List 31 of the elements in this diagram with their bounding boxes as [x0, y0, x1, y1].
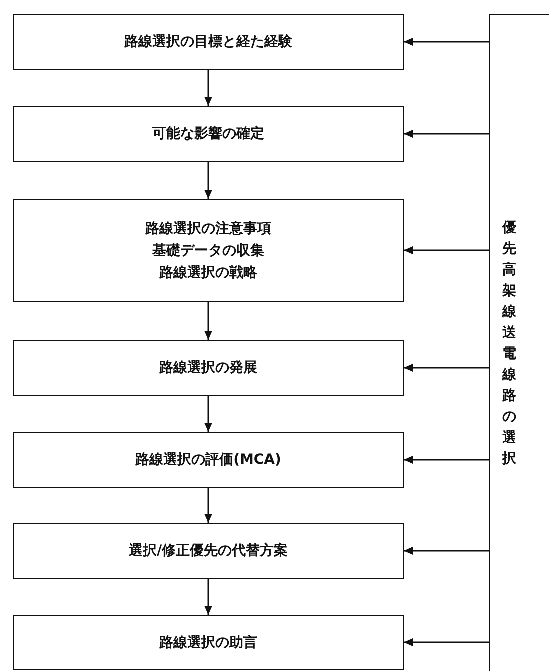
- process-box: [13, 14, 404, 70]
- step-text: 路線選択の発展: [160, 359, 258, 378]
- process-box: [13, 199, 404, 302]
- step-text: 路線選択の評価(MCA): [136, 451, 282, 470]
- process-box: [13, 615, 404, 670]
- process-box: [13, 340, 404, 396]
- arrow: [404, 638, 489, 646]
- step-text: 可能な影響の確定: [152, 124, 264, 144]
- arrow: [404, 547, 489, 555]
- arrow: [204, 488, 212, 523]
- step-text: 選択/修正優先の代替方案: [128, 542, 288, 561]
- step-text: 路線選択の戦略: [160, 264, 258, 282]
- arrow: [204, 579, 212, 615]
- arrow: [204, 302, 212, 340]
- arrow: [404, 364, 489, 372]
- vertical-label: 優先高架線送電線路の選択: [502, 219, 517, 469]
- step-text: 路線選択の注意事項: [146, 220, 272, 238]
- arrow: [404, 130, 489, 138]
- arrow: [404, 246, 489, 254]
- arrow: [404, 456, 489, 464]
- step-text: 基礎データの収集: [152, 242, 264, 260]
- arrow: [204, 162, 212, 199]
- side-box: [489, 14, 549, 671]
- process-box: [13, 432, 404, 488]
- step-text: 路線選択の目標と経た経験: [124, 33, 292, 52]
- step-text: 路線選択の助言: [160, 634, 258, 652]
- process-box: [13, 523, 404, 579]
- arrow: [204, 396, 212, 432]
- process-box: [13, 106, 404, 162]
- arrow: [204, 70, 212, 106]
- arrow: [404, 38, 489, 46]
